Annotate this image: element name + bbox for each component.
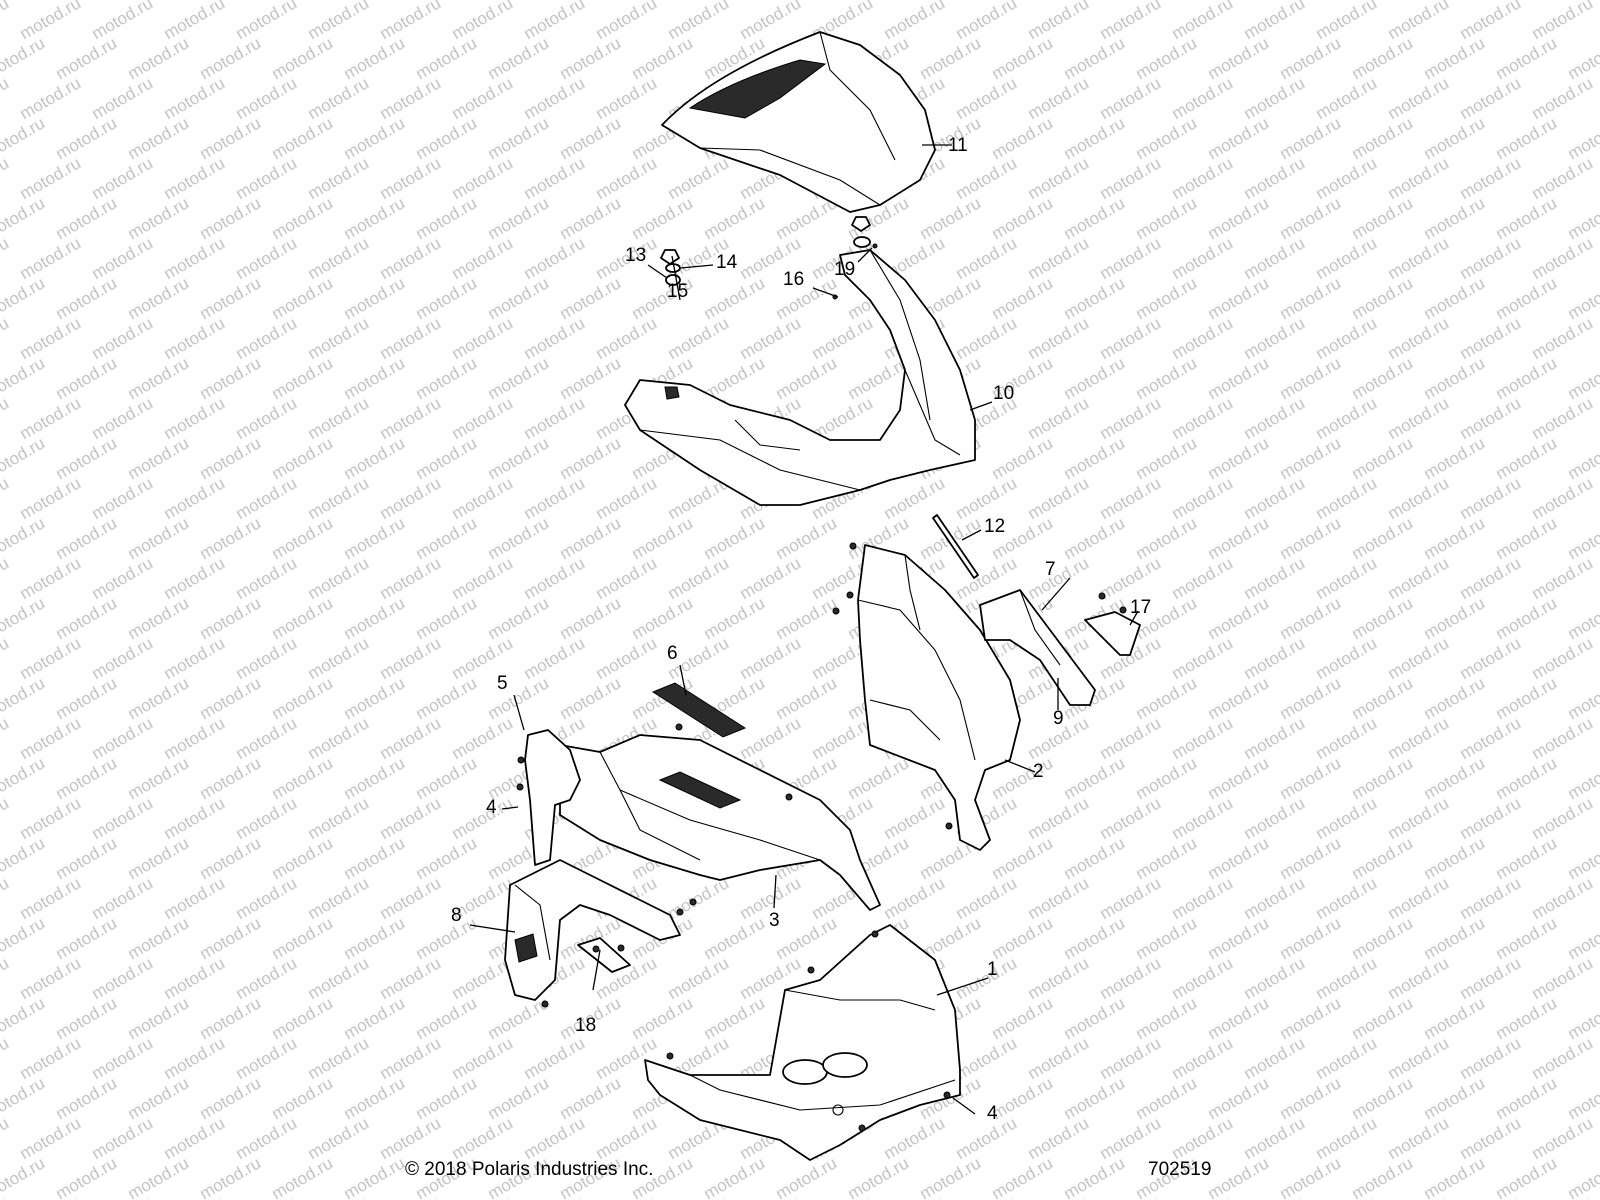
part-17-panel [1084, 611, 1141, 656]
callout-4-left: 4 [486, 797, 497, 818]
callout-13: 13 [625, 245, 646, 266]
callout-14: 14 [716, 252, 738, 273]
callout-2: 2 [1033, 761, 1044, 782]
callout-10: 10 [993, 383, 1014, 404]
copyright-text: © 2018 Polaris Industries Inc. [405, 1159, 654, 1180]
callout-9: 9 [1053, 708, 1064, 729]
hood-fasteners [851, 216, 871, 248]
callout-8: 8 [451, 905, 462, 926]
callout-1: 1 [987, 959, 998, 980]
callout-4-bottom: 4 [987, 1103, 998, 1124]
callout-17: 17 [1130, 597, 1151, 618]
diagram-number: 702519 [1148, 1159, 1212, 1180]
callout-11: 11 [948, 135, 968, 156]
callout-12: 12 [984, 516, 1005, 537]
part-8-bracket [504, 859, 681, 1001]
part-11-hood [661, 31, 936, 213]
callout-19: 19 [834, 259, 855, 280]
callout-16: 16 [783, 269, 804, 290]
callout-18: 18 [575, 1015, 596, 1036]
fastener-stack-13-15 [660, 249, 681, 286]
callout-6: 6 [667, 643, 678, 664]
part-1-floor-console [644, 924, 961, 1161]
part-18-plate [577, 937, 631, 973]
part-2-side-panel [857, 544, 1021, 851]
callout-5: 5 [497, 673, 508, 694]
callout-7: 7 [1045, 559, 1056, 580]
callout-3: 3 [769, 910, 780, 931]
callout-15: 15 [667, 281, 688, 302]
part-12-rod [932, 514, 979, 579]
part-6-grille [651, 682, 747, 738]
